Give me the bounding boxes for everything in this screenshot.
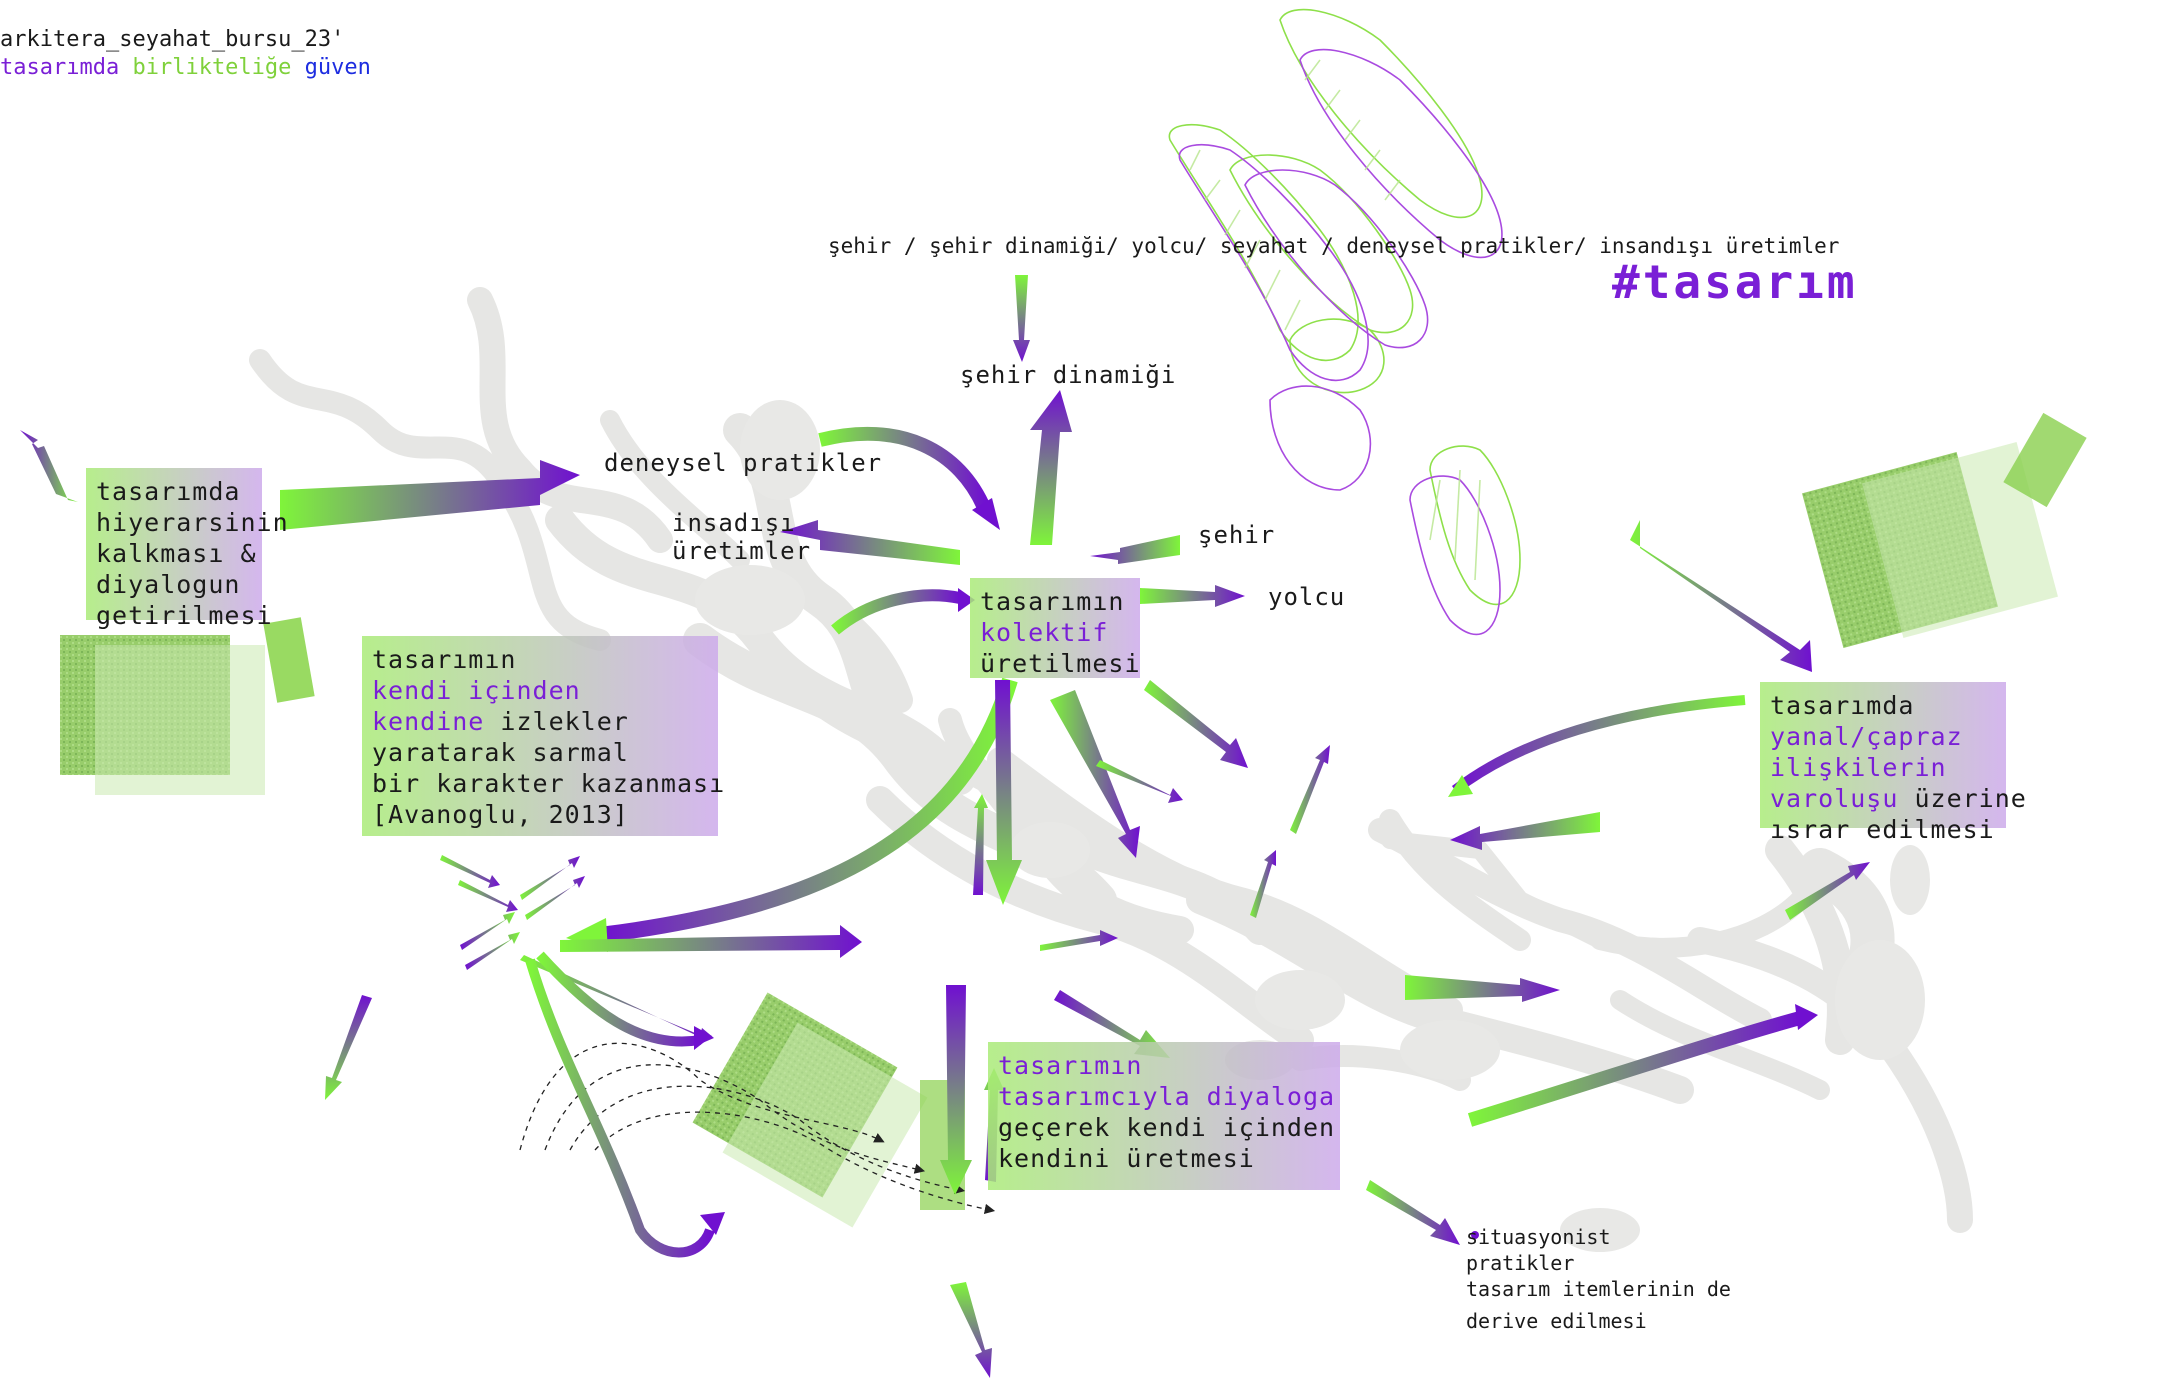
top-keywords: şehir / şehir dinamiği/ yolcu/ seyahat /…: [828, 234, 1840, 258]
box-diyaloga-keyword: tasarımcıyla diyaloga: [998, 1082, 1336, 1111]
label-sehir: şehir: [1198, 521, 1276, 549]
box-yanal-line: ısrar edilmesi: [1770, 815, 1995, 844]
box-hiyerarsi-line: getirilmesi: [96, 601, 273, 630]
arrow-to-yanal: [1630, 520, 1812, 672]
box-yanal-keyword: yanal/çapraz: [1770, 722, 1963, 751]
box-hiyerarsi-line: kalkması &: [96, 539, 257, 568]
arrow-yanal-back: [1451, 695, 1746, 794]
arrow-from-sehir: [1090, 535, 1180, 564]
box-sarmal-keyword2: kendine: [372, 707, 485, 736]
box-sarmal: tasarımın kendi içinden kendine izlekler…: [362, 636, 726, 836]
box-hiyerarsi-line: diyalogun: [96, 570, 241, 599]
box-sarmal-keyword: kendi içinden: [372, 676, 581, 705]
subtitle-part-2: birlikteliğe: [132, 55, 292, 80]
sculpture-blobs: [695, 400, 1930, 1252]
box-sarmal-line: tasarımın: [372, 645, 517, 674]
label-sehir-dinamigi: şehir dinamiği: [960, 361, 1177, 389]
box-hiyerarsi-line: hiyerarsinin: [96, 508, 289, 537]
subtitle-part-3: güven: [304, 55, 371, 80]
box-diyaloga-keyword: tasarımın: [998, 1051, 1143, 1080]
box-diyaloga-line: geçerek kendi içinden: [998, 1113, 1336, 1142]
box-sarmal-rest: izlekler: [484, 707, 629, 736]
situasyonist-line: tasarım itemlerinin de: [1466, 1277, 1731, 1301]
box-yanal-rest: üzerine: [1898, 784, 2027, 813]
label-insandisi-2: üretimler: [672, 537, 812, 565]
situasyonist-line: situasyonist: [1466, 1225, 1611, 1249]
box-kolektif-line: tasarımın: [980, 587, 1125, 616]
arrow-to-insandisi: [780, 520, 960, 565]
box-sarmal-line: bir karakter kazanması: [372, 769, 726, 798]
box-sarmal-citation: [Avanoglu, 2013]: [372, 800, 629, 829]
label-yolcu: yolcu: [1268, 583, 1346, 611]
arrow-kolektif-sarmal: [599, 677, 1018, 943]
arrow-to-sehir-dinamigi: [1030, 390, 1072, 545]
situasyonist-note: situasyonist pratikler tasarım itemlerin…: [1466, 1224, 1731, 1334]
box-sarmal-line: kendine izlekler: [372, 706, 708, 737]
header-subtitle: tasarımda birlikteliğe güven: [0, 54, 371, 82]
box-diyaloga: tasarımın tasarımcıyla diyaloga geçerek …: [988, 1042, 1340, 1190]
subtitle-part-1: tasarımda: [0, 55, 120, 80]
photo-squares: [60, 412, 2087, 1228]
arrow-middle-right: [560, 925, 862, 958]
arrow-to-deneysel: [280, 460, 580, 530]
box-yanal: tasarımda yanal/çapraz ilişkilerin varol…: [1760, 682, 2026, 844]
box-yanal-line: varoluşu üzerine: [1770, 783, 2026, 814]
situasyonist-line: pratikler: [1466, 1251, 1575, 1275]
header-title: arkitera_seyahat_bursu_23': [0, 27, 345, 52]
box-hiyerarsi: tasarımda hiyerarsinin kalkması & diyalo…: [86, 468, 289, 630]
arrow-kolektif-down: [986, 680, 1022, 905]
box-kolektif: tasarımın kolektif üretilmesi: [970, 578, 1140, 678]
box-diyaloga-line: kendini üretmesi: [998, 1144, 1255, 1173]
arrow-deneysel-kolektif: [818, 426, 992, 513]
box-sarmal-line: yaratarak sarmal: [372, 738, 629, 767]
box-yanal-line: tasarımda: [1770, 691, 1915, 720]
box-yanal-keyword: ilişkilerin: [1770, 753, 1947, 782]
box-kolektif-keyword: kolektif: [980, 618, 1109, 647]
situasyonist-line: derive edilmesi: [1466, 1309, 1647, 1333]
arrow-to-yolcu: [1140, 585, 1245, 607]
dashed-paths: [519, 1042, 996, 1215]
box-hiyerarsi-line: tasarımda: [96, 477, 241, 506]
label-insandisi-1: insadışı: [672, 509, 796, 537]
arrow-hiyerarsi-out: [20, 430, 78, 502]
arrow-keywords-down: [1013, 275, 1030, 362]
box-kolektif-line: üretilmesi: [980, 649, 1141, 678]
box-yanal-keyword3: varoluşu: [1770, 784, 1899, 813]
flow-arrows: [20, 275, 1870, 1378]
label-deneysel-pratikler: deneysel pratikler: [604, 449, 883, 477]
wireframe-sculpture: [1168, 8, 1521, 636]
hashtag: #tasarım: [1612, 255, 1858, 309]
